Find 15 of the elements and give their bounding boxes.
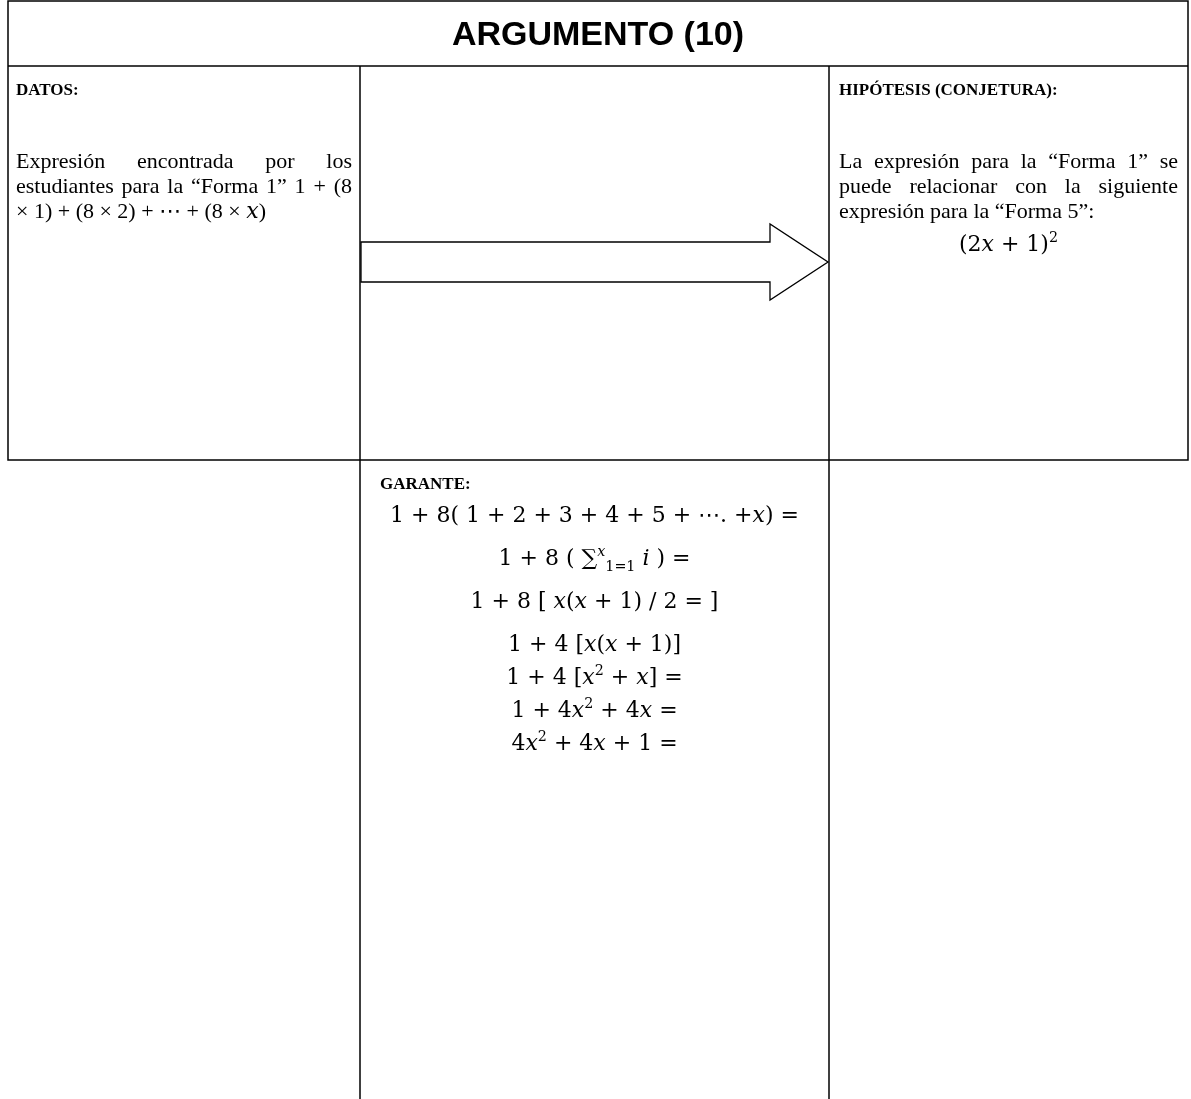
math-expression: 1 + 8( 1 + 2 + 3 + 4 + 5 + ⋯. +𝑥) =: [389, 502, 800, 527]
cell-heading: DATOS:: [16, 80, 80, 100]
cell-text: La expresión para la “Forma 1” se puede relacionar con la siguiente expresión para la “Forma 5”:: [839, 148, 1178, 223]
math-expression: 1 + 8 ( ∑$^{𝑥}$$_{1=1}$ 𝑖 ) =: [497, 545, 692, 570]
math-expression: 1 + 4 [𝑥$^{2}$ + 𝑥] =: [505, 664, 684, 689]
math-expression: 1 + 4𝑥$^{2}$ + 4𝑥 =: [510, 697, 679, 722]
cell-text: Expresión encontrada por los estudiantes para la “Forma 1” 1 + (8 × 1) + (8 × 2) + ⋯ + (8 × 𝑥): [16, 148, 352, 223]
math-expression: 1 + 8 [ 𝑥(𝑥 + 1) / 2 = ]: [469, 588, 720, 613]
math-expression: (2𝑥 + 1)$^{2}$: [957, 231, 1060, 256]
diagram-title: ARGUMENTO (10): [451, 13, 745, 53]
math-expression: 4𝑥$^{2}$ + 4𝑥 + 1 =: [510, 730, 679, 755]
cell-heading: HIPÓTESIS (CONJETURA):: [839, 80, 1059, 100]
math-expression: 1 + 4 [𝑥(𝑥 + 1)]: [507, 631, 682, 656]
block-arrow: [360, 222, 830, 302]
cell-heading: GARANTE:: [380, 474, 472, 494]
